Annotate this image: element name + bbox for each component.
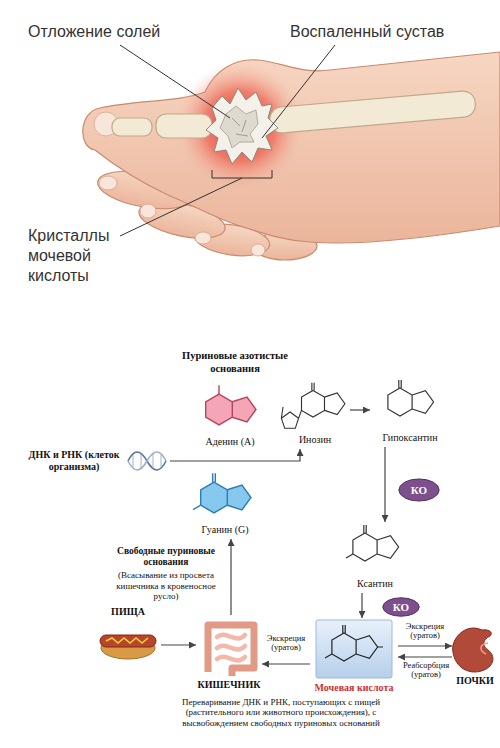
node-label: ПОЧКИ [452,675,498,687]
bond [346,525,366,558]
flow-arrow [161,644,196,645]
process-note: Свободные пуриновые основания [106,546,226,569]
uric-acid-molecule [325,625,383,661]
large-intestine [208,625,254,676]
flow-arrow [262,663,310,664]
dna-helix [128,452,166,470]
toe-nail [140,204,156,218]
purine-rings [332,633,378,661]
purine-rings [206,394,256,425]
organ-node: ПОЧКИ [452,625,498,689]
bond [312,383,314,391]
group-heading: Пуриновые азотистые основания [160,350,310,375]
node-label: Мочевая кислота [310,682,398,694]
source-node: ДНК и РНК (клеток организма) [25,447,170,475]
sausage [100,635,156,647]
intestine-icon [208,625,254,676]
distal-phalanx [112,118,152,136]
crystal-spikes [232,118,248,136]
uric-acid-panel [316,620,392,678]
kidney-pelvis [481,643,488,654]
mustard [106,638,148,643]
enzyme-ellipse-fill [399,479,439,501]
molecule-node: Инозин [280,378,350,449]
node-label: ДНК и РНК (клеток организма) [25,449,123,473]
ribose-ring [281,407,301,428]
guanine-molecule [193,473,251,513]
bracket [212,170,272,178]
edge-label: Экскреция (уратов) [263,634,309,653]
node-label: ПИЩА [95,606,161,618]
callout-label: Воспаленный сустав [290,22,485,41]
flow-arrow [398,645,452,646]
bond [218,385,219,394]
crystal-core [220,106,258,148]
foot-outline [83,52,500,243]
node-label: Гипоксантин [370,432,450,444]
bond [325,625,383,658]
toe-nail [195,232,211,244]
food-icon [100,635,156,659]
leader-line [120,178,242,236]
molecule-node: Аденин (A) [185,380,275,451]
toe-nail [251,244,265,256]
edge-label: Экскреция (уратов) [400,622,450,641]
bond [193,473,215,509]
purine-rings [302,390,345,417]
flow-arrow [384,447,385,522]
molecule-node: Гипоксантин [370,376,450,447]
process-note: (Всасывание из просвета кишечника в кров… [106,570,226,602]
flow-arrow [230,539,231,615]
molecule-node: Ксантин [335,522,415,593]
leader-lines [120,45,335,236]
callout-label: Кристаллы мочевой кислоты [28,226,138,286]
helix-rungs [133,453,161,469]
enzyme-oval: КО [398,478,440,502]
purine-rings [353,533,399,561]
proximal-phalanx [156,114,212,138]
edge-label: Реабсорбция (уратов) [398,661,454,680]
food-node: ПИЩА [95,606,161,660]
node-label: КО [382,597,420,617]
flow-arrow [361,593,362,618]
hypoxanthine-molecule [388,380,434,416]
helix-strand [128,452,166,470]
node-label: КО [398,478,440,502]
enzyme-oval: КО [382,597,420,617]
flow-arrow [398,656,452,657]
purine-rings [388,388,434,416]
purine-rings [201,482,251,513]
leader-line [262,45,335,138]
enzyme-ellipse-fill [383,598,419,616]
metatarsal-bone [269,90,476,134]
product-node: Мочевая кислота [310,618,398,697]
node-label: Инозин [280,434,350,446]
small-intestine [217,635,245,661]
adenine-molecule [206,385,256,425]
toe-nail [99,176,117,190]
uric-acid-crystals [206,88,278,164]
xanthine-molecule [346,525,399,561]
bond [399,380,401,388]
node-label: Гуанин (G) [180,524,270,536]
helix-strand [128,452,166,470]
node-label: КИШЕЧНИК [196,679,262,691]
flow-arrow [350,409,370,410]
molecule-node: Гуанин (G) [180,470,270,539]
node-label: Ксантин [335,578,415,590]
description-text: Переваривание ДНК и РНК, поступающих с п… [166,697,396,728]
callout-label: Отложение солей [28,22,198,41]
leader-line [120,45,230,118]
kidney-icon [453,628,493,672]
organ-node: КИШЕЧНИКПереваривание ДНК и РНК, поступа… [196,615,262,693]
inosine-molecule [302,383,345,417]
flow-arrow [170,449,300,461]
connectors [161,410,452,664]
node-label: Аденин (A) [185,436,275,448]
